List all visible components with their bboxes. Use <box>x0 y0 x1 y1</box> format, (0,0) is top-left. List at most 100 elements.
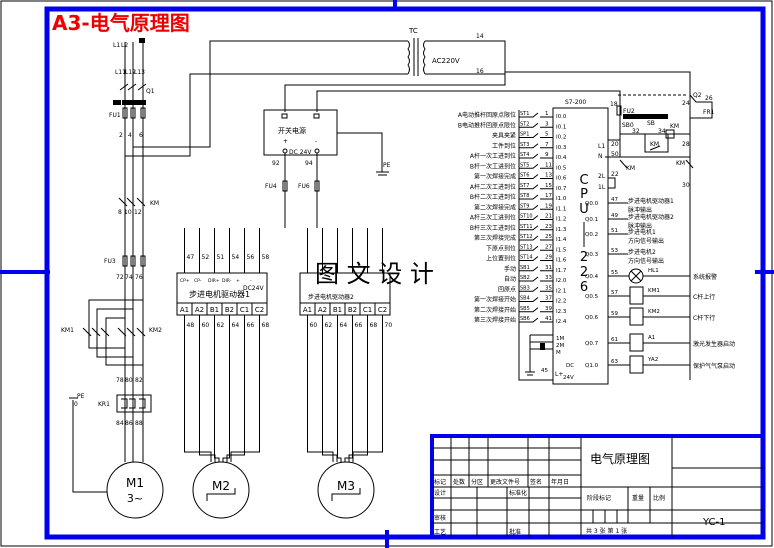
label: L12 <box>125 69 136 76</box>
label: - <box>315 138 317 145</box>
schematic-line <box>284 132 389 228</box>
wire-number: 58 <box>262 254 270 261</box>
input-device-tag: ST2 <box>520 121 529 127</box>
label: KM <box>676 160 685 167</box>
schematic-line <box>665 129 675 139</box>
control-circuit: 18 FU2 SB0 SB 32 34 KM KM KM KM 24 26 Q2… <box>605 92 715 380</box>
device-tag: KM1 <box>648 288 660 294</box>
driver-input-terminal: DIR- <box>222 278 232 284</box>
input-device-tag: ST10 <box>520 214 533 220</box>
input-device-tag: ST3 <box>520 142 529 148</box>
driver-name: 步进电机驱动器2 <box>308 293 354 301</box>
output-address: Q0.0 <box>585 201 599 207</box>
schematic-line <box>122 100 146 105</box>
cpu-label: 2 <box>580 265 588 280</box>
output-description: 脉冲输出 <box>628 206 652 214</box>
input-contact <box>519 266 553 272</box>
motor-wire <box>199 315 216 462</box>
input-device-tag: ST5 <box>520 162 529 168</box>
motor-wire <box>344 315 353 462</box>
cpu-label: U <box>579 202 589 217</box>
schematic-line <box>121 398 146 409</box>
schematic-line <box>116 394 152 413</box>
input-device-tag: SB2 <box>520 275 530 281</box>
input-description: 第一次焊接完成 <box>474 173 516 181</box>
label: 34 <box>658 128 666 135</box>
input-contact <box>519 225 553 231</box>
coil-icon <box>629 333 644 352</box>
cpu-label: 2 <box>580 250 588 265</box>
input-address: I0.0 <box>556 114 567 120</box>
device-tag: HL1 <box>648 268 659 274</box>
output-description: 方向信号输出 <box>628 237 664 245</box>
label: 72 <box>116 274 124 281</box>
l-plus-label: L+ <box>555 371 563 378</box>
label: FR1 <box>703 109 715 116</box>
input-device-tag: SB4 <box>520 296 530 302</box>
driver-voltage: DC24V <box>243 285 264 292</box>
wire-number: 48 <box>187 322 195 329</box>
motor-m1: M13~ <box>106 461 164 519</box>
common-terminal: 1M <box>556 336 564 342</box>
label: SB0 <box>622 122 634 129</box>
schematic-line <box>430 434 763 537</box>
driver-output-terminal: A2 <box>318 306 327 314</box>
power-terminal: N <box>598 153 603 160</box>
wire-number: 19 <box>545 203 552 209</box>
label: 74 <box>125 274 133 281</box>
motor-wire <box>226 315 245 462</box>
motor-wire <box>307 315 334 462</box>
label: Q2 <box>693 92 702 99</box>
wire-number: 21 <box>545 214 552 220</box>
input-description: B电动推杆回原点限位 <box>458 121 516 129</box>
input-contact <box>519 307 553 313</box>
schematic-line <box>284 40 691 112</box>
common-terminal: M <box>556 350 561 356</box>
input-address: I1.1 <box>556 206 566 212</box>
input-contact <box>519 245 553 251</box>
label: 18 <box>610 101 618 108</box>
label: AC220V <box>432 57 460 65</box>
wire-number: 41 <box>545 316 552 322</box>
wire-number: 47 <box>187 254 195 261</box>
label: KM2 <box>149 327 162 334</box>
schematic-line <box>423 40 426 75</box>
device-tag: KM2 <box>648 309 660 315</box>
input-contact <box>519 297 553 302</box>
driver-input-terminal: CP- <box>194 278 202 284</box>
wire-number: 11 <box>545 162 552 168</box>
wire-number: 60 <box>310 322 318 329</box>
schematic-line <box>140 255 146 267</box>
dc-label: DC <box>566 363 574 369</box>
label: 32 <box>632 128 640 135</box>
input-contact <box>519 194 553 200</box>
driver-output-terminal: C1 <box>240 306 249 314</box>
schematic-line <box>314 148 320 154</box>
input-contact <box>519 143 553 149</box>
output-description: 激光发生器启动 <box>693 340 735 348</box>
wire-number: 68 <box>262 322 270 329</box>
label: 重量 <box>632 494 644 502</box>
label: 阶段标记 <box>587 494 611 502</box>
wire-number: 7 <box>545 142 549 148</box>
motor-label: M2 <box>212 479 230 493</box>
input-address: I0.4 <box>556 155 567 161</box>
wire-number: 5 <box>545 132 549 138</box>
wire-number: 56 <box>247 254 255 261</box>
wire-number: 59 <box>611 311 618 317</box>
wire-number: 31 <box>545 265 552 271</box>
wire-number: 27 <box>545 244 552 250</box>
input-device-tag: SB5 <box>520 306 530 312</box>
driver-input-terminal: + <box>236 278 240 284</box>
output-description: C杆上行 <box>693 293 715 301</box>
label: 更改文件号 <box>490 478 520 486</box>
wire-number: 45 <box>541 368 548 374</box>
input-contact <box>519 317 553 323</box>
